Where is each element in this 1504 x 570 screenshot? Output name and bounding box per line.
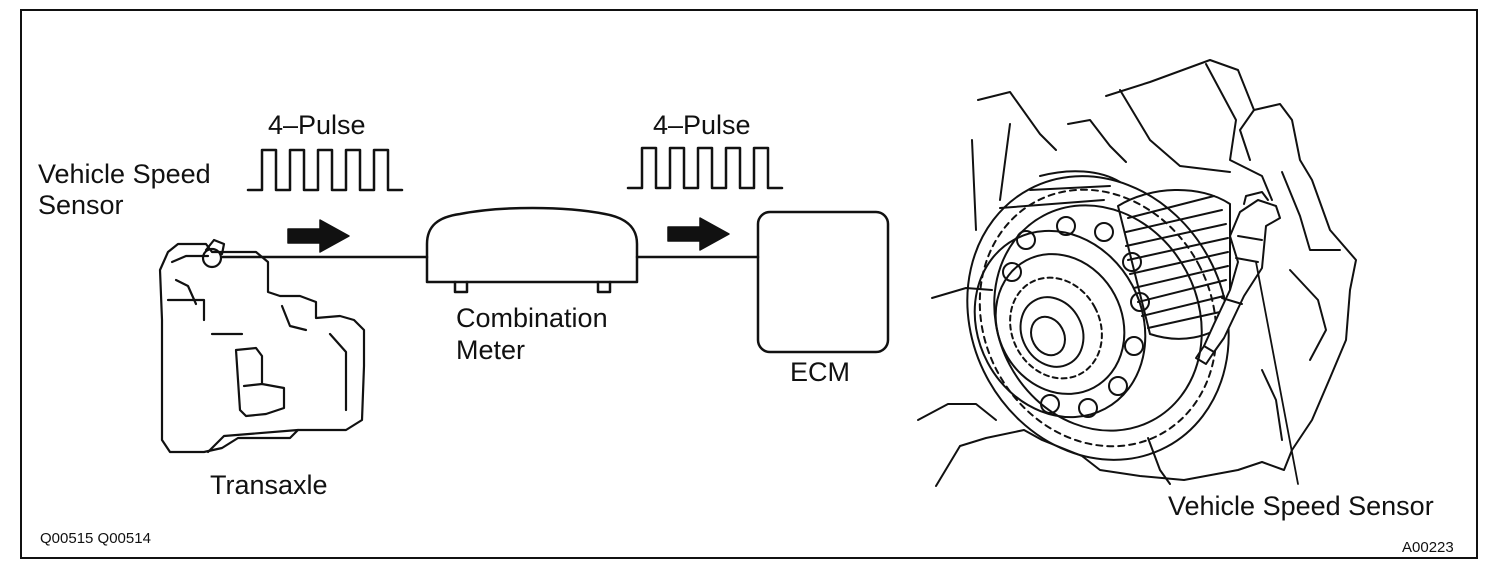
figure-code-left: Q00515 Q00514 [40,530,151,547]
speed-sensor-leader-line [1255,261,1299,485]
combination-meter-shape [425,206,639,294]
ecm-box [756,210,890,354]
pulse-label-left: 4–Pulse [268,110,366,140]
pulse-waveform-left [246,148,404,192]
signal-arrow-right [667,217,730,251]
transaxle-illustration [158,238,366,454]
pulse-label-right: 4–Pulse [653,110,751,140]
figure-code-right: A00223 [1402,539,1454,556]
speed-sensor-body [1203,199,1281,353]
signal-arrow-left [287,219,350,253]
combination-meter-label-line1: Combination [456,303,608,333]
pulse-waveform-right [626,146,784,190]
gear-assembly-illustration [917,59,1357,487]
ecm-label: ECM [790,357,850,387]
combination-meter-label-line2: Meter [456,335,526,365]
vss-label-left-line2: Sensor [38,190,124,220]
sensor-mount-circle [201,247,223,269]
vss-label-right: Vehicle Speed Sensor [1168,491,1434,521]
transaxle-label: Transaxle [210,470,328,500]
vss-label-left-line1: Vehicle Speed [38,159,211,189]
